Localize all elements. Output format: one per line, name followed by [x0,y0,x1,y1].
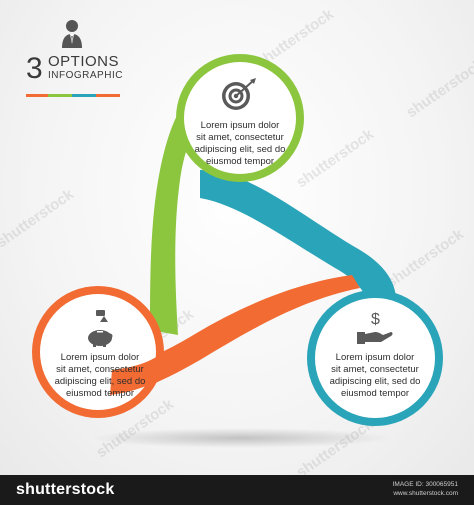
piggy-bank-icon [88,310,113,347]
image-id-label: IMAGE ID: 300065951 [392,481,458,488]
option-line: Lorem ipsum dolor [335,352,415,363]
option-circle-inner [315,298,435,418]
option-text-teal: Lorem ipsum dolor sit amet, consectetur … [315,352,435,400]
svg-text:$: $ [371,311,380,328]
floor-shadow [90,428,390,448]
cycle-diagram [32,54,443,448]
option-text-orange: Lorem ipsum dolor sit amet, consectetur … [40,352,160,400]
option-line: Lorem ipsum dolor [60,352,140,363]
target-icon [222,78,256,110]
header-title: OPTIONS [48,53,120,70]
site-url[interactable]: www.shutterstock.com [393,490,458,497]
option-line: sit amet, consectetur [331,364,419,375]
infographic-header: 3 OPTIONS INFOGRAPHIC [26,18,126,97]
orange-ribbon-tail [110,356,165,395]
businessman-icon [62,20,82,48]
option-line: eiusmod tempor [205,156,275,167]
teal-ribbon [200,170,397,318]
orange-ribbon [110,275,360,395]
header-color-bar [26,84,120,97]
stock-footer-bar: shutterstock IMAGE ID: 300065951 www.shu… [0,475,474,505]
option-line: adipiscing elit, sed do [54,376,146,387]
shutterstock-logo[interactable]: shutterstock [16,481,115,498]
option-line: Lorem ipsum dolor [200,120,280,131]
green-ribbon [150,90,215,335]
header-subtitle: INFOGRAPHIC [48,70,123,81]
option-line: sit amet, consectetur [196,132,284,143]
option-line: adipiscing elit, sed do [329,376,421,387]
option-text-green: Lorem ipsum dolor sit amet, consectetur … [180,120,300,168]
option-line: sit amet, consectetur [56,364,144,375]
option-circle-inner [184,62,296,174]
option-line: adipiscing elit, sed do [194,144,286,155]
image-id: IMAGE ID: 300065951 www.shutterstock.com [393,480,458,498]
option-count: 3 [26,52,43,85]
option-line: eiusmod tempor [340,388,410,399]
option-line: eiusmod tempor [65,388,135,399]
infographic-canvas: shutterstock shutterstock shutterstock s… [0,0,474,475]
hand-dollar-icon: $ [357,311,393,344]
